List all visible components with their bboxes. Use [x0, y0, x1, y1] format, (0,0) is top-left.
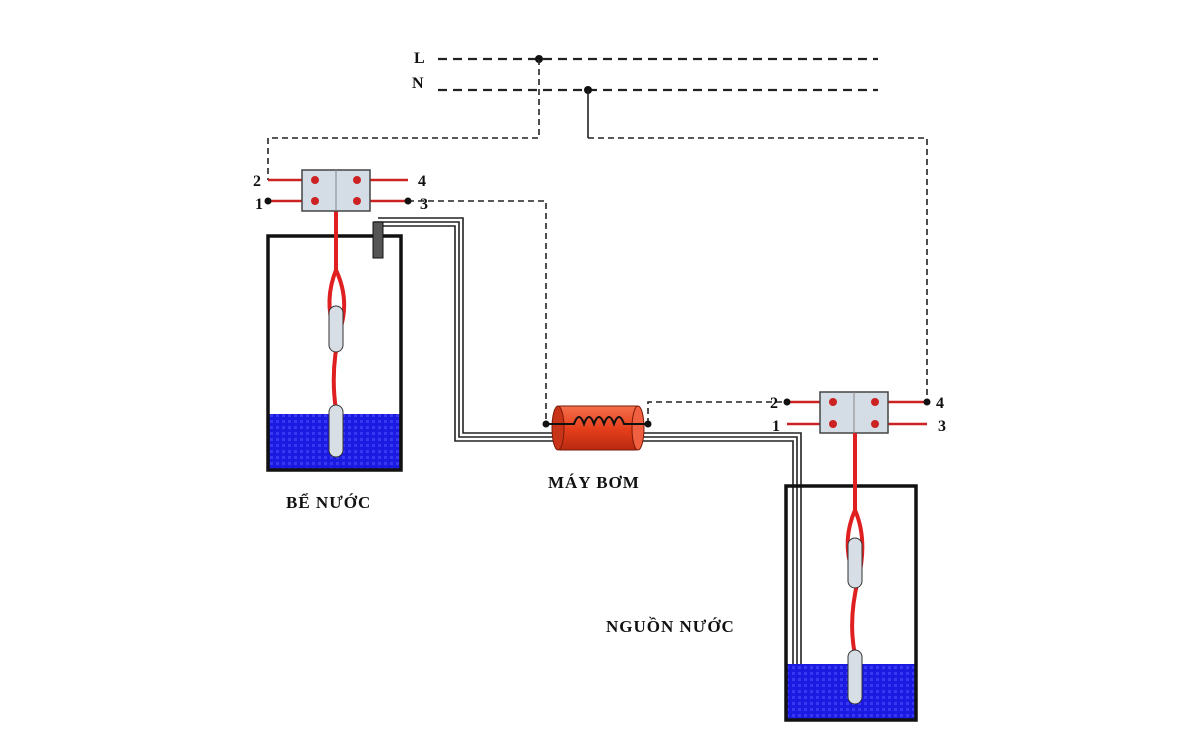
pump-label: MÁY BƠM [548, 473, 640, 492]
left-switch-terminal-3: 3 [420, 196, 428, 213]
source-upper-float [847, 537, 863, 589]
live-line-label: L [414, 50, 425, 67]
pump-cap-left [551, 405, 565, 451]
pipe-outer-2 [374, 225, 794, 718]
pump-coil [546, 416, 648, 427]
pipe-outer [374, 221, 798, 718]
wire-live-to-left-switch [267, 59, 540, 180]
left-switch-terminal-1: 1 [255, 196, 263, 213]
left-switch-terminal-4: 4 [418, 173, 426, 190]
wire-pump-to-right-switch [647, 401, 787, 424]
storage-tank: BỂ NƯỚC [266, 210, 403, 512]
right-switch-terminal-2: 2 [770, 395, 778, 412]
right-switch-terminal-1: 1 [772, 418, 780, 435]
source-tank: NGUỒN NƯỚC [606, 433, 918, 722]
storage-lower-float [328, 404, 344, 458]
pump-body [555, 405, 641, 451]
power-lines: L N [412, 50, 878, 94]
right-float-switch: 2 1 4 3 [770, 391, 946, 435]
source-tank-wall [784, 484, 918, 722]
source-tank-label: NGUỒN NƯỚC [606, 616, 735, 636]
wire-left-switch-to-pump [408, 200, 547, 424]
source-lower-float [847, 649, 863, 705]
neutral-line-label: N [412, 75, 424, 92]
left-switch-terminal-2: 2 [253, 173, 261, 190]
pipe-inner [378, 217, 802, 718]
storage-upper-float [328, 305, 344, 353]
storage-tank-label: BỂ NƯỚC [286, 493, 371, 512]
storage-tank-inlet [372, 221, 384, 259]
right-switch-terminal-3: 3 [938, 418, 946, 435]
control-wires [267, 59, 928, 424]
left-float-switch: 2 1 4 3 [253, 169, 428, 213]
right-switch-terminal-4: 4 [936, 395, 944, 412]
pump-cap-right [631, 405, 645, 451]
water-pipe [374, 217, 802, 718]
pump: MÁY BƠM [542, 405, 652, 492]
wire-neutral-right-run [588, 137, 928, 401]
